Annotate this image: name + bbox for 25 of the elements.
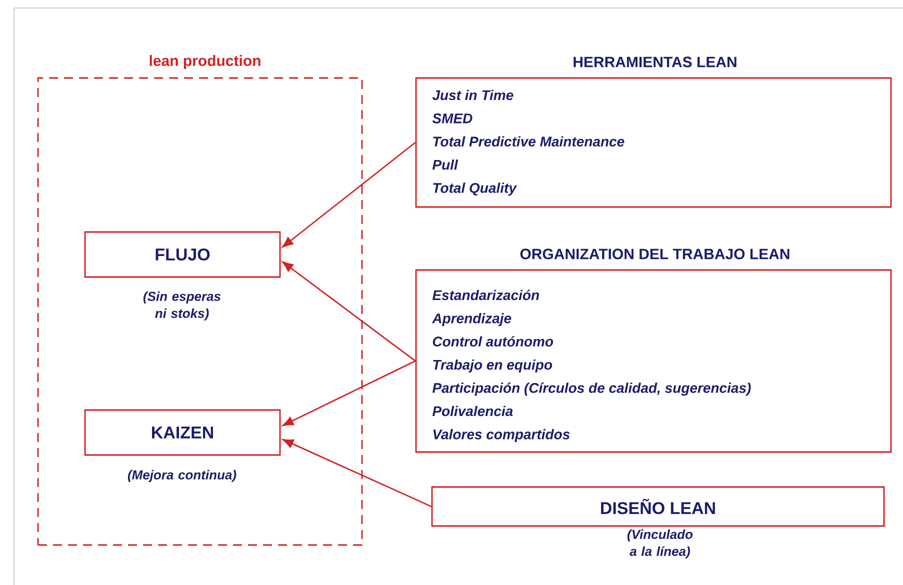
list-item: Polivalencia: [432, 406, 513, 416]
box-heading: HERRAMIENTAS LEAN: [574, 56, 736, 68]
list-item: Participación (Círculos de calidad, sugerencias): [432, 382, 751, 396]
box-caption: (Mejora continua): [128, 470, 236, 482]
process-box: FLUJO: [84, 231, 281, 278]
arrow: [282, 360, 416, 426]
arrow: [282, 438, 432, 508]
process-box: DISEÑO LEAN: [431, 486, 885, 527]
arrow: [282, 261, 416, 362]
list-item: Total Predictive Maintenance: [433, 136, 624, 147]
arrow: [282, 142, 416, 248]
list-item: Total Quality: [433, 182, 518, 196]
list-item: Trabajo en equipo: [433, 359, 552, 372]
process-box: KAIZEN: [84, 409, 281, 456]
list-item: Control autónomo: [432, 336, 554, 347]
list-item: Just in Time: [432, 90, 514, 100]
box-heading: ORGANIZATION DEL TRABAJO LEAN: [520, 248, 790, 260]
list-item: SMED: [432, 113, 472, 124]
list-item: Estandarización: [432, 290, 539, 300]
box-caption: (Sin esperas ni stoks): [143, 291, 221, 321]
list-item: Pull: [432, 159, 458, 170]
box-caption: (Vinculado a la línea): [628, 529, 693, 559]
list-item: Aprendizaje: [432, 313, 512, 326]
frame-heading: lean production: [150, 55, 260, 69]
list-item: Valores compartidos: [433, 429, 570, 442]
